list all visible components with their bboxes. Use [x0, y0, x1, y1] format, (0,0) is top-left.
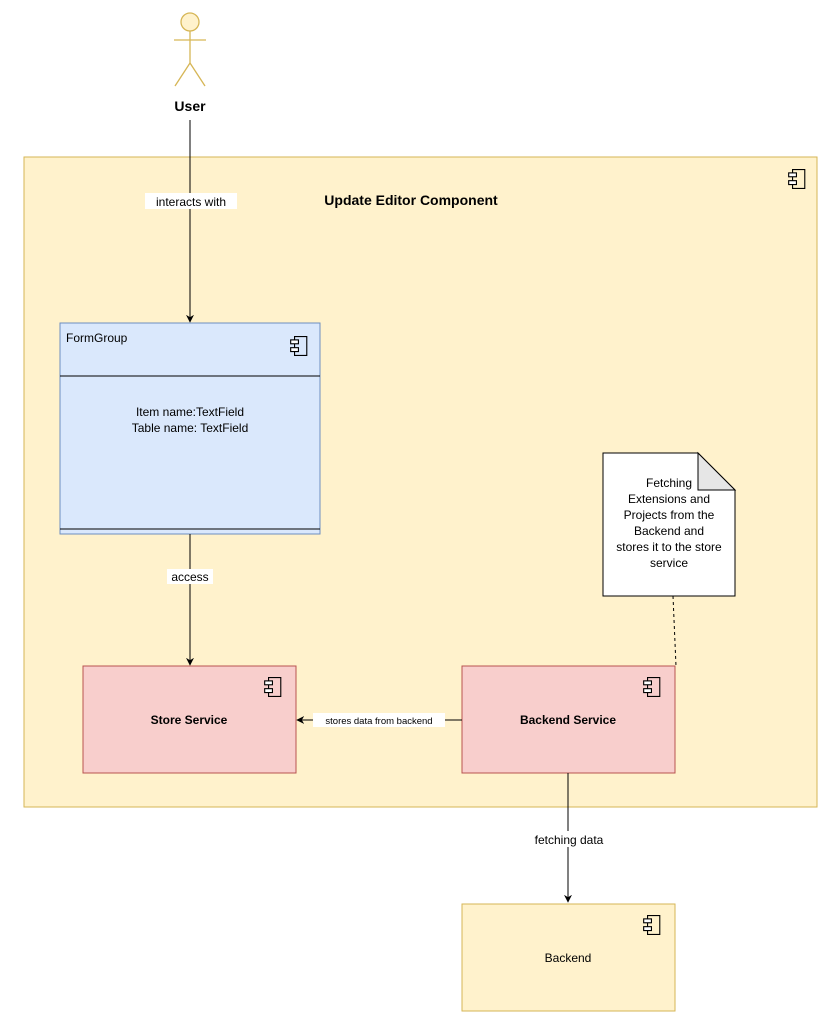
- backend-component[interactable]: Backend: [461, 903, 676, 1012]
- edge-label-access: access: [171, 570, 208, 584]
- form-group-title: FormGroup: [66, 331, 128, 345]
- edge-access[interactable]: access: [167, 534, 213, 666]
- edge-label-fetching-data: fetching data: [535, 833, 604, 847]
- note-line-5: stores it to the store: [616, 540, 722, 554]
- backend-box: [461, 903, 676, 1012]
- backend-service-component[interactable]: Backend Service: [461, 665, 676, 774]
- form-group-field-item-name: Item name:TextField: [136, 405, 244, 419]
- edge-fetching-data[interactable]: fetching data: [525, 773, 612, 903]
- edge-label-bg: [167, 569, 213, 584]
- edge-label-bg: [145, 193, 237, 209]
- user-actor[interactable]: User: [174, 12, 206, 114]
- backend-label: Backend: [545, 951, 592, 965]
- note-line-1: Fetching: [646, 476, 692, 490]
- form-group-box: [59, 322, 321, 535]
- edge-label-bg: [525, 831, 612, 847]
- container-title: Update Editor Component: [324, 192, 498, 208]
- edge-interacts-with[interactable]: interacts with: [145, 120, 237, 323]
- edge-label-bg: [313, 713, 445, 727]
- store-service-box: [82, 665, 297, 774]
- form-group-field-table-name: Table name: TextField: [132, 421, 249, 435]
- store-service-component[interactable]: Store Service: [82, 665, 297, 774]
- note-line-6: service: [650, 556, 688, 570]
- note-line-4: Backend and: [634, 524, 704, 538]
- actor-right-leg: [189, 62, 206, 87]
- actor-left-leg: [174, 62, 191, 87]
- edge-label-stores-data: stores data from backend: [325, 716, 432, 727]
- form-group-component[interactable]: FormGroup Item name:TextField Table name…: [59, 322, 321, 535]
- actor-label: User: [174, 98, 206, 114]
- note-line-3: Projects from the: [624, 508, 715, 522]
- edge-label-interacts-with: interacts with: [156, 195, 226, 209]
- actor-head: [180, 12, 200, 32]
- note-fold: [697, 451, 737, 491]
- edge-stores-data[interactable]: stores data from backend: [296, 713, 462, 727]
- note-line-2: Extensions and: [628, 492, 710, 506]
- note-shape[interactable]: Fetching Extensions and Projects from th…: [602, 451, 737, 597]
- backend-service-label: Backend Service: [520, 713, 616, 727]
- store-service-label: Store Service: [151, 713, 228, 727]
